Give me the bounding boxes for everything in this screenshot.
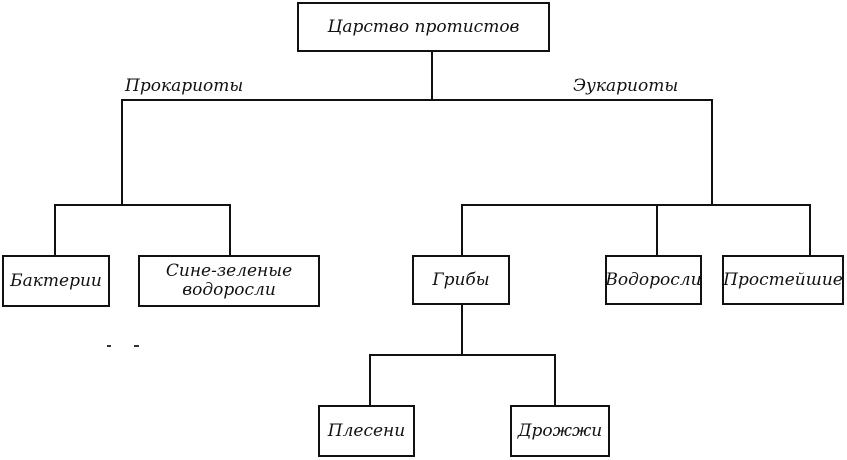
node-fungi: Грибы: [412, 255, 510, 305]
node-fungi-label: Грибы: [432, 269, 490, 290]
print-speck: [134, 345, 139, 347]
node-bacteria-label: Бактерии: [10, 270, 102, 291]
node-protozoa-label: Простейшие: [723, 269, 843, 290]
branch-label-prokaryotes: Прокариоты: [125, 76, 244, 96]
node-yeasts-label: Дрожжи: [517, 420, 603, 441]
node-algae: Водоросли: [605, 255, 702, 305]
node-molds-label: Плесени: [327, 420, 406, 441]
node-cyanobacteria-label: Сине-зеленые водоросли: [165, 261, 293, 300]
print-speck: [107, 345, 111, 347]
node-yeasts: Дрожжи: [510, 405, 610, 457]
branch-label-eukaryotes: Эукариоты: [573, 76, 679, 96]
node-cyanobacteria: Сине-зеленые водоросли: [138, 255, 320, 307]
node-molds: Плесени: [318, 405, 415, 457]
node-root-label: Царство протистов: [327, 16, 520, 37]
node-algae-label: Водоросли: [605, 269, 702, 290]
node-bacteria: Бактерии: [2, 255, 110, 307]
node-protozoa: Простейшие: [722, 255, 844, 305]
node-root: Царство протистов: [297, 2, 550, 52]
